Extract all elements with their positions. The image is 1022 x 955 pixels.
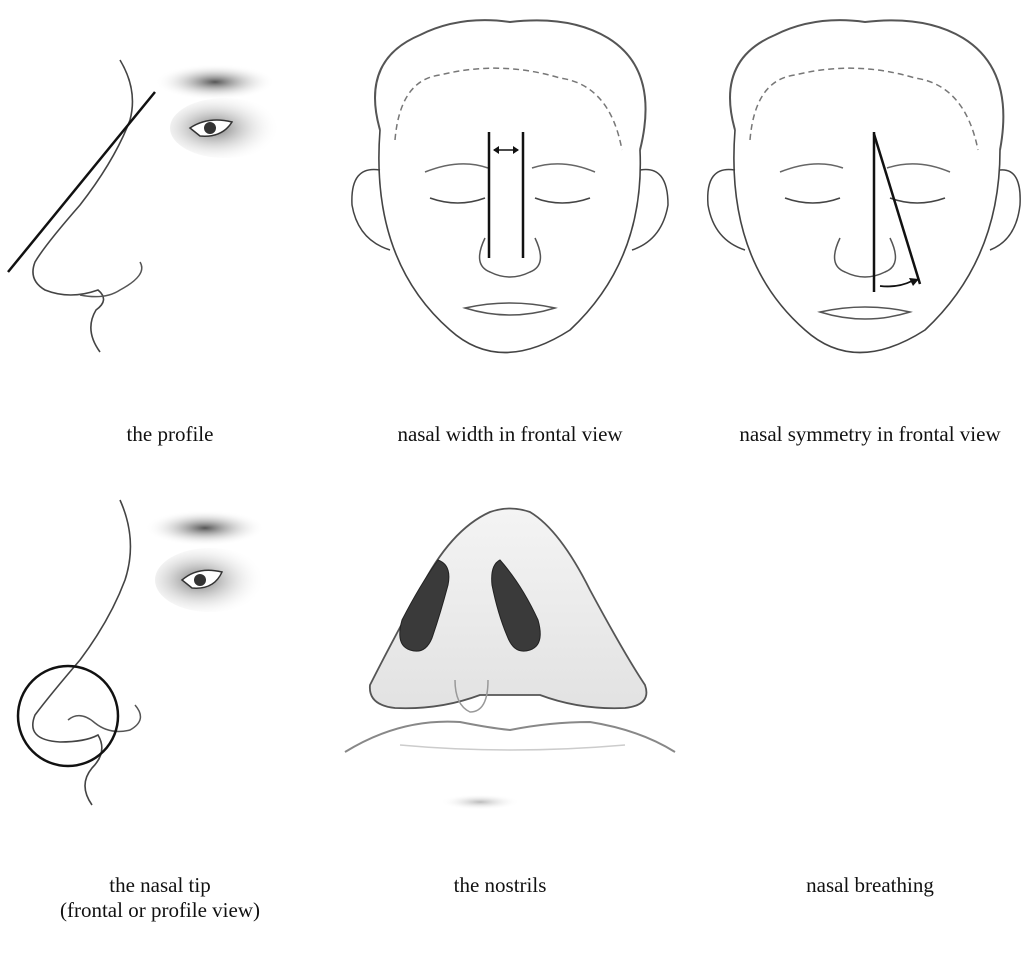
left-ear	[352, 169, 390, 250]
panel-symmetry	[700, 0, 1022, 400]
hairline	[395, 68, 622, 150]
profile-illustration	[0, 0, 330, 400]
caption-profile: the profile	[70, 422, 270, 447]
dorsum-line	[8, 92, 155, 272]
panel-nostrils	[340, 490, 680, 830]
deviation-arrow	[880, 281, 912, 286]
nostril	[68, 705, 140, 731]
hairline	[750, 68, 978, 150]
nose-base-illustration	[340, 490, 680, 830]
hair-outline	[375, 20, 646, 150]
iris	[194, 574, 206, 586]
face-contour	[379, 130, 640, 353]
frontal-face-illustration	[340, 0, 680, 400]
caption-width: nasal width in frontal view	[360, 422, 660, 447]
left-eye	[785, 198, 840, 203]
right-eye	[890, 198, 945, 203]
caption-nostrils: the nostrils	[400, 873, 600, 898]
left-eyebrow	[780, 164, 843, 172]
width-arrow-head-right	[513, 146, 519, 154]
right-ear	[632, 169, 668, 250]
nose	[835, 238, 896, 277]
right-eyebrow	[887, 164, 950, 172]
caption-symmetry: nasal symmetry in frontal view	[718, 422, 1022, 447]
left-eyebrow	[425, 164, 488, 172]
left-ear	[708, 169, 745, 250]
face-outline	[33, 500, 131, 805]
frontal-face-illustration	[700, 0, 1022, 400]
chin-shadow	[440, 794, 520, 810]
lip-line	[400, 745, 625, 750]
iris	[204, 122, 216, 134]
upper-lip	[345, 722, 675, 752]
panel-tip	[0, 480, 330, 840]
deviation-line	[874, 134, 920, 284]
nostril	[80, 262, 142, 297]
eyebrow-shading	[145, 510, 265, 546]
mouth	[820, 307, 910, 319]
panel-width	[340, 0, 680, 400]
right-eyebrow	[532, 164, 595, 172]
profile-illustration	[0, 480, 330, 840]
right-eye	[535, 198, 590, 203]
face-outline	[33, 60, 133, 352]
tip-circle	[18, 666, 118, 766]
eyebrow-shading	[155, 64, 275, 100]
caption-tip: the nasal tip (frontal or profile view)	[30, 873, 290, 923]
left-eye	[430, 198, 485, 203]
caption-breathing: nasal breathing	[760, 873, 980, 898]
width-arrow-head-left	[493, 146, 499, 154]
panel-profile	[0, 0, 330, 400]
mouth	[465, 303, 555, 315]
hair-outline	[730, 20, 1003, 150]
